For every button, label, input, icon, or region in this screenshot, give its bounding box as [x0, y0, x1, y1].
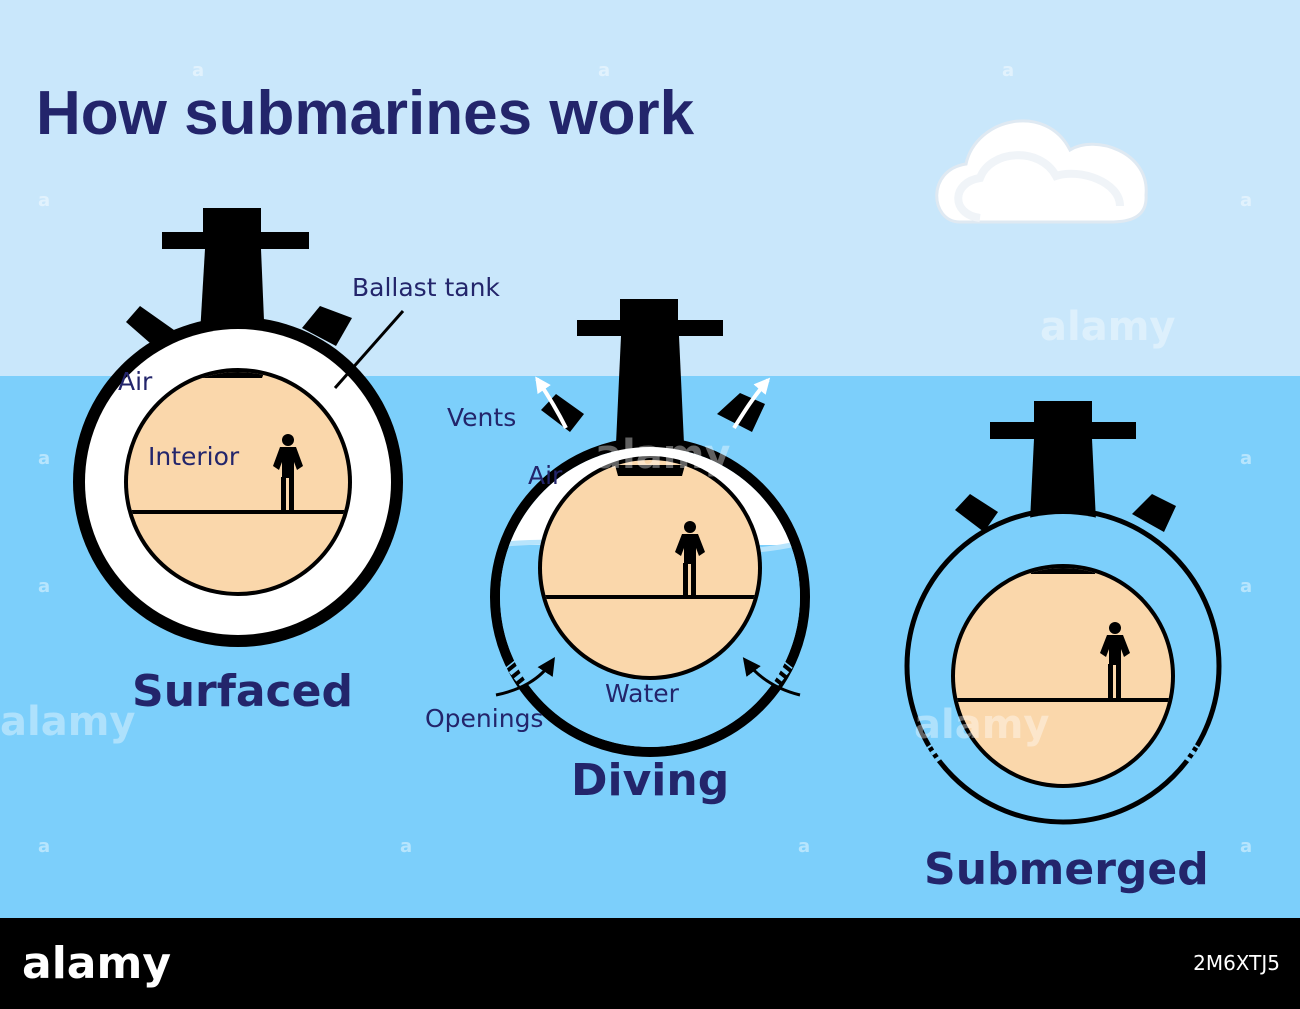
right-vent-housing [1132, 494, 1176, 532]
footer-bar [0, 918, 1300, 1009]
label-water: Water [605, 679, 680, 708]
state-surfaced: Surfaced [132, 666, 353, 717]
vent-arrow-right [732, 377, 771, 430]
cloud-icon [935, 119, 1148, 224]
state-diving: Diving [571, 755, 729, 806]
state-submerged: Submerged [924, 844, 1209, 895]
svg-text:a: a [1240, 448, 1252, 469]
label-ballast-tank: Ballast tank [352, 273, 500, 302]
svg-text:alamy: alamy [0, 699, 135, 745]
svg-text:a: a [1240, 190, 1252, 211]
submerged-submarine [904, 401, 1222, 825]
svg-text:a: a [192, 60, 204, 81]
watermark: alamy alamy alamy alamy a a a a a a a a … [0, 60, 1252, 857]
diving-submarine [490, 299, 810, 757]
person-figure [1100, 622, 1130, 700]
right-vent-housing [302, 306, 352, 346]
svg-text:a: a [1240, 576, 1252, 597]
svg-text:alamy: alamy [1040, 304, 1175, 350]
svg-text:a: a [1002, 60, 1014, 81]
vent-arrow-left [535, 376, 568, 429]
person-figure [675, 521, 705, 597]
footer-logo: alamy [22, 938, 171, 989]
svg-text:alamy: alamy [914, 702, 1049, 748]
footer-image-id: 2M6XTJ5 [1193, 951, 1280, 975]
svg-text:a: a [400, 836, 412, 857]
opening-arrow-right [742, 657, 801, 697]
tower [577, 299, 723, 465]
label-openings: Openings [425, 704, 543, 733]
surfaced-submarine [73, 208, 405, 647]
page-title: How submarines work [36, 79, 695, 148]
svg-text:a: a [38, 190, 50, 211]
opening-arrow-left [495, 656, 555, 697]
outer-hull [490, 437, 810, 757]
left-vent-housing [955, 494, 998, 532]
interior-compartment [542, 460, 758, 676]
label-air-diving: Air [528, 461, 563, 490]
svg-text:a: a [38, 576, 50, 597]
interior-compartment [955, 568, 1171, 784]
interior-compartment [128, 372, 348, 592]
label-air-surfaced: Air [118, 367, 153, 396]
ballast-tank-pointer [333, 310, 405, 389]
svg-text:a: a [798, 836, 810, 857]
label-vents: Vents [447, 403, 516, 432]
svg-text:a: a [598, 60, 610, 81]
label-interior: Interior [148, 442, 240, 471]
outer-hull [904, 507, 1222, 825]
svg-text:alamy: alamy [595, 432, 730, 478]
svg-text:a: a [38, 836, 50, 857]
svg-text:a: a [1240, 836, 1252, 857]
svg-text:a: a [38, 448, 50, 469]
person-figure [273, 434, 303, 512]
